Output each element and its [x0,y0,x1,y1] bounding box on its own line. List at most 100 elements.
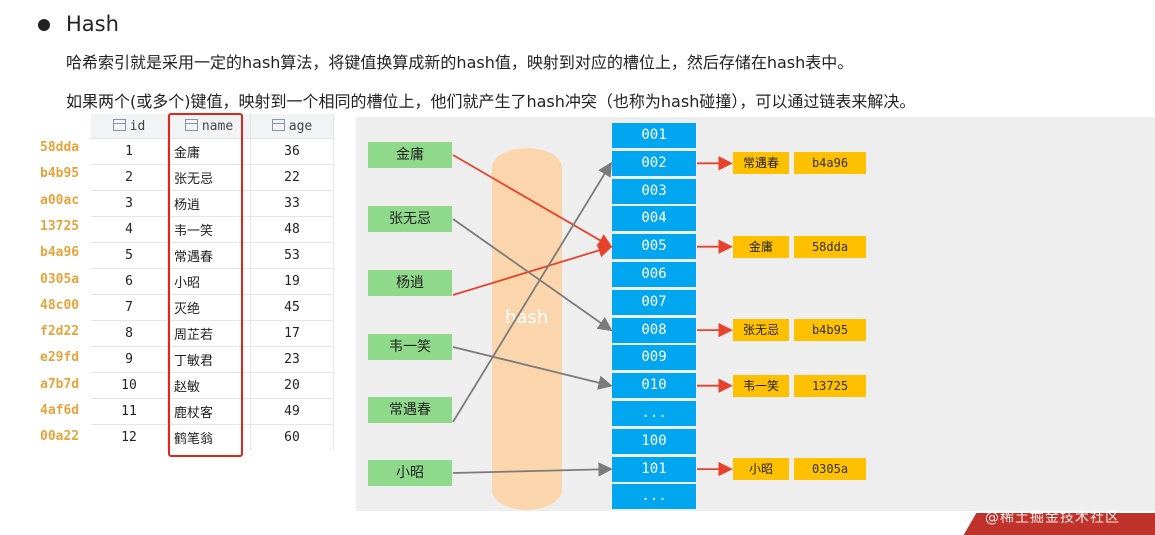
stored-entry-hash: 58dda [794,235,866,258]
stored-entry-hash: b4b95 [794,319,866,342]
cell-name: 赵敏 [167,372,251,399]
mapping-arrow [452,243,613,296]
bullet-dot [38,19,50,31]
hash-key-box: 金庸 [368,142,452,168]
hash-slot: 003 [612,178,696,204]
hash-slot: ... [612,484,696,510]
cell-name: 鹿杖客 [167,398,251,425]
mapping-arrow [452,161,612,423]
column-icon [184,118,198,131]
section-heading: Hash [66,12,119,36]
hash-slot: 005 [612,234,696,260]
cell-id: 9 [91,346,168,373]
hash-slot: 101 [612,456,696,482]
cell-age: 53 [250,242,334,269]
cell-name: 鹤笔翁 [167,424,251,450]
hash-key-box: 张无忌 [368,206,452,232]
row-hash-value: 4af6d [40,403,80,418]
hash-key-box: 常遇春 [368,397,452,423]
row-hash-value: b4a96 [40,245,80,261]
name-column-highlight [168,113,243,457]
cell-name: 灭绝 [167,294,251,321]
hash-function-band [492,148,562,510]
stored-entry-name: 金庸 [733,235,789,258]
description-paragraph-1: 哈希索引就是采用一定的hash算法，将键值换算成新的hash值，映射到对应的槽位… [66,53,854,72]
cell-age: 20 [250,372,334,399]
cell-age: 48 [250,216,334,243]
hash-key-box: 韦一笑 [368,334,452,360]
cell-name: 常遇春 [167,242,251,269]
hash-slot: 004 [612,206,696,232]
stored-entry-name: 张无忌 [733,319,789,342]
mapping-arrow [452,218,613,332]
stored-entry-hash: 0305a [794,458,866,481]
row-hash-value: a00ac [40,192,80,208]
hash-slot: 010 [612,373,696,399]
stored-entry-hash: b4a96 [794,152,866,175]
hash-slot: 001 [612,123,696,148]
hash-slot: 100 [612,428,696,454]
mapping-arrow [452,154,613,248]
key-column-icon [112,118,126,131]
hash-slot: 002 [612,150,696,176]
column-icon [271,118,285,131]
cell-id: 3 [91,190,168,217]
row-hash-value: 58dda [40,140,80,155]
cell-name: 金庸 [167,138,251,165]
description-paragraph-2: 如果两个(或多个)键值，映射到一个相同的槽位上，他们就产生了hash冲突（也称为… [66,92,916,111]
table-header-row: id name age [91,114,334,139]
hash-key-box: 小昭 [368,460,452,486]
cell-age: 22 [250,164,334,191]
row-hash-value: 48c00 [40,297,80,313]
hash-slot: 007 [612,289,696,315]
column-header-id[interactable]: id [91,114,168,139]
cell-age: 17 [250,320,334,347]
cell-id: 8 [91,320,168,347]
row-hash-value: a7b7d [40,376,80,392]
mapping-arrow [452,346,613,390]
watermark-text: @稀土掘金技术社区 [985,510,1120,526]
column-header-age[interactable]: age [250,114,334,139]
cell-id: 1 [91,138,168,165]
cell-age: 36 [250,138,334,165]
cell-id: 2 [91,164,168,191]
row-hash-value: 0305a [40,271,80,287]
cell-age: 23 [250,346,334,373]
hash-slot: ... [612,401,696,426]
cell-id: 6 [91,268,168,295]
cell-name: 张无忌 [167,164,251,191]
cell-age: 60 [250,424,334,450]
stored-entry-hash: 13725 [794,374,866,397]
cell-name: 杨逍 [167,190,251,217]
stored-entry-name: 小昭 [733,458,789,481]
row-hash-value: 00a22 [40,429,80,445]
cell-name: 小昭 [167,268,251,295]
stored-entry-name: 常遇春 [733,152,789,175]
row-hash-value: e29fd [40,350,80,366]
hash-slot: 006 [612,262,696,287]
cell-age: 49 [250,398,334,425]
hash-slot: 008 [612,317,696,343]
cell-age: 45 [250,294,334,321]
cell-id: 4 [91,216,168,243]
row-hash-value: 13725 [40,218,80,234]
column-header-name[interactable]: name [167,114,251,139]
cell-id: 11 [91,398,168,425]
watermark-ribbon [953,513,1155,535]
hash-diagram-panel [356,117,1155,511]
